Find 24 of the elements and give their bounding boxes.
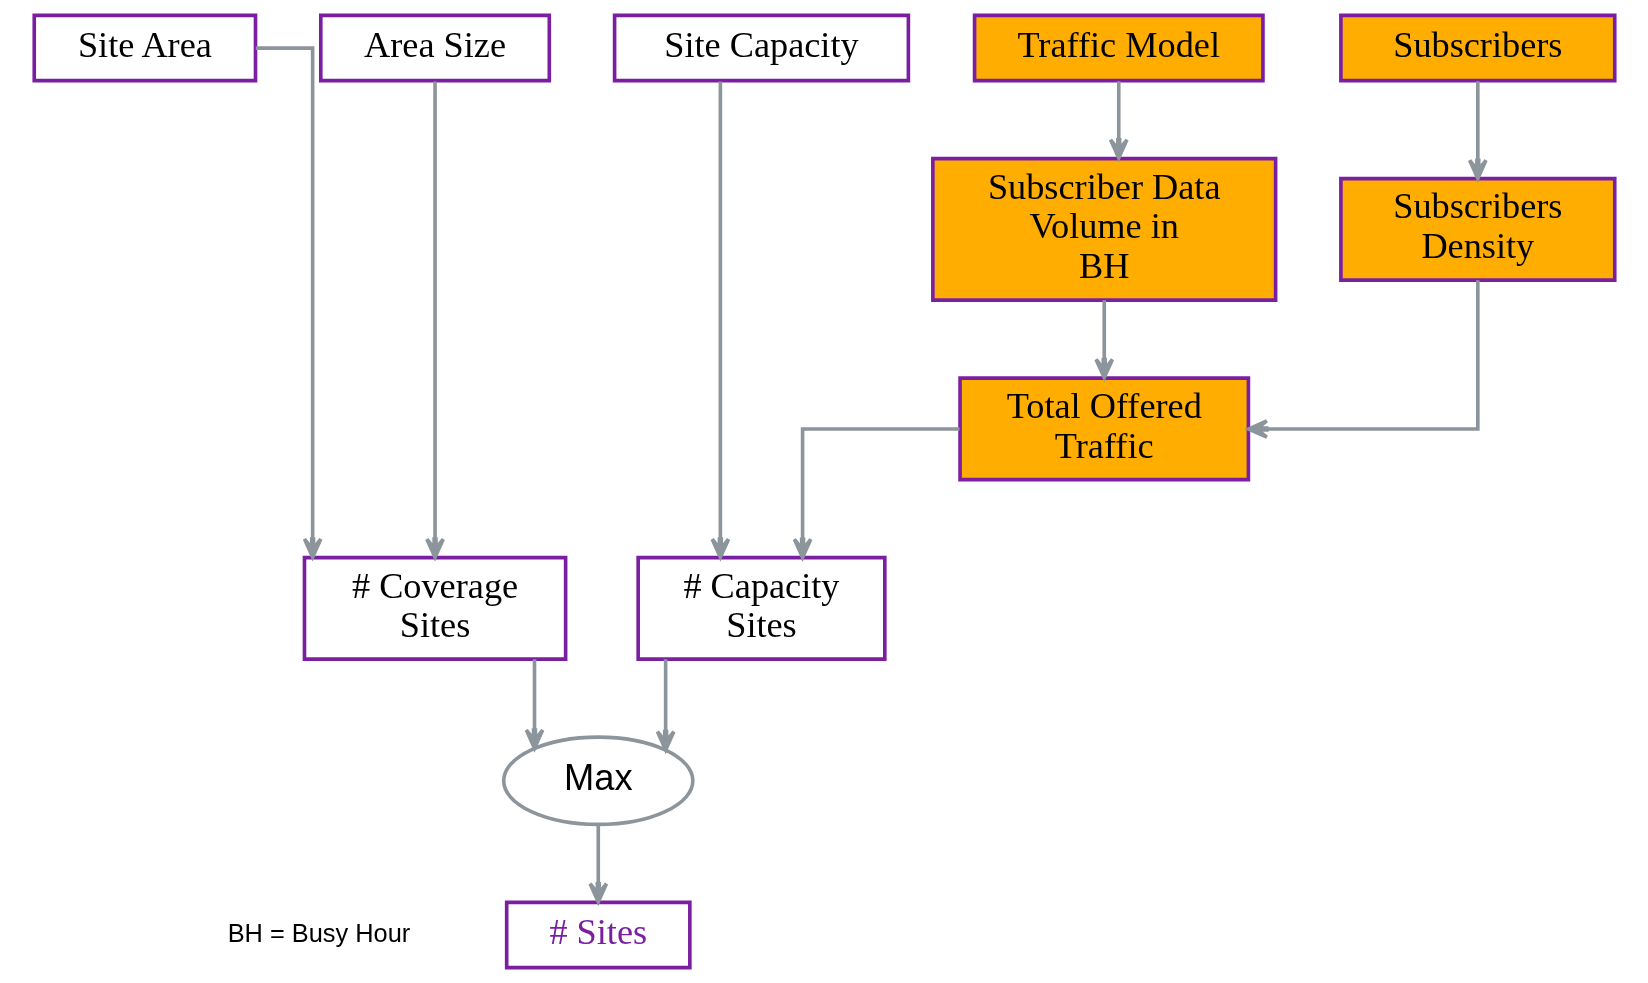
node-box: Subscribers Density — [1338, 176, 1617, 282]
node-box: Site Area — [31, 13, 257, 83]
arrow — [424, 81, 445, 560]
node-box: Area Size — [318, 13, 551, 83]
arrow — [1093, 300, 1114, 380]
arrow — [587, 824, 608, 904]
arrow — [792, 427, 960, 560]
node-box: Subscriber Data Volume in BH — [930, 156, 1277, 302]
node-box: Total Offered Traffic — [957, 376, 1250, 482]
node-box: Subscribers — [1338, 13, 1617, 83]
arrow — [1108, 81, 1129, 160]
node-ellipse: Max — [501, 735, 695, 827]
arrow — [655, 659, 676, 752]
arrow — [1246, 280, 1480, 439]
node-box: # Capacity Sites — [635, 555, 887, 661]
node-box: Site Capacity — [612, 13, 910, 83]
arrow — [1467, 81, 1488, 181]
node-box: # Sites — [504, 900, 692, 970]
arrow — [255, 46, 323, 559]
node-box: Traffic Model — [972, 13, 1265, 83]
arrow — [524, 659, 544, 751]
label: BH = Busy Hour — [227, 918, 410, 947]
arrow — [709, 81, 730, 560]
node-box: # Coverage Sites — [302, 555, 567, 661]
